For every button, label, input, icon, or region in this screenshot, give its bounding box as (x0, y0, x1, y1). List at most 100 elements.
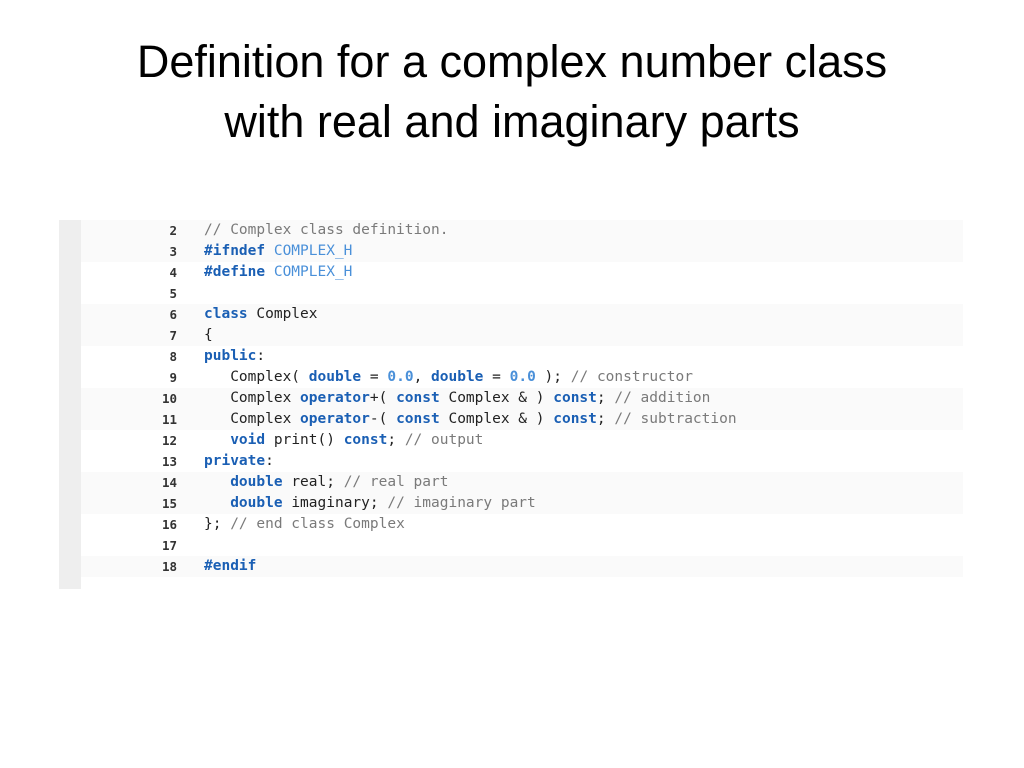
code-token: , (413, 369, 432, 385)
code-token: COMPLEX_H (273, 264, 353, 280)
title-line-2: with real and imaginary parts (224, 96, 800, 147)
code-token: -( (369, 411, 397, 427)
line-code: Complex operator-( const Complex & ) con… (204, 409, 737, 430)
line-number: 13 (161, 454, 177, 469)
code-token: private (204, 453, 266, 469)
line-number: 11 (161, 412, 177, 427)
code-token: Complex (247, 306, 318, 322)
code-token: const (396, 390, 440, 406)
title-line-1: Definition for a complex number class (136, 36, 888, 87)
code-token: double (230, 474, 283, 490)
code-token: Complex( (204, 369, 309, 385)
code-token: // subtraction (614, 411, 737, 427)
slide-title: Definition for a complex number class wi… (40, 32, 984, 152)
code-line: 11 Complex operator-( const Complex & ) … (81, 409, 963, 430)
code-token: const (553, 411, 597, 427)
line-code: }; // end class Complex (204, 514, 405, 535)
code-token: print() (265, 432, 344, 448)
code-line: 3 #ifndef COMPLEX_H (81, 241, 963, 262)
code-listing: 2 // Complex class definition. 3 #ifndef CO… (59, 220, 963, 589)
code-token: = (361, 369, 388, 385)
code-line: 13 private: (81, 451, 963, 472)
code-token: COMPLEX_H (273, 243, 353, 259)
code-line: 14 double real; // real part (81, 472, 963, 493)
code-token (204, 474, 230, 490)
code-token: +( (369, 390, 397, 406)
code-token: #define (204, 264, 266, 280)
code-token: // output (404, 432, 484, 448)
code-token: operator (300, 390, 370, 406)
line-number: 5 (169, 286, 177, 301)
code-line: 10 Complex operator+( const Complex & ) … (81, 388, 963, 409)
code-token: void (230, 432, 266, 448)
code-token: = (483, 369, 510, 385)
line-number: 16 (161, 517, 177, 532)
line-code: #define COMPLEX_H (204, 262, 352, 283)
code-token: : (256, 348, 266, 364)
code-line: 5 (81, 283, 963, 304)
line-number: 2 (169, 223, 177, 238)
code-line: 16}; // end class Complex (81, 514, 963, 535)
code-token: // Complex class definition. (204, 222, 449, 238)
code-token: public (204, 348, 257, 364)
code-token: double (431, 369, 484, 385)
code-token: // imaginary part (387, 495, 536, 511)
line-number: 10 (161, 391, 177, 406)
code-gutter-strip (59, 220, 81, 589)
code-token: const (343, 432, 388, 448)
code-token: operator (300, 411, 370, 427)
code-token: ; (596, 390, 615, 406)
line-code: #endif (204, 556, 256, 577)
code-token: double (308, 369, 362, 385)
code-token: // real part (343, 474, 449, 490)
code-line: 6 class Complex (81, 304, 963, 325)
line-code: Complex( double = 0.0, double = 0.0 ); /… (204, 367, 693, 388)
code-token: class (204, 306, 248, 322)
line-number: 15 (161, 496, 177, 511)
code-line: 7{ (81, 325, 963, 346)
code-token (204, 495, 230, 511)
code-token: // addition (614, 390, 711, 406)
code-token: #endif (204, 558, 257, 574)
line-number: 14 (161, 475, 177, 490)
code-token (265, 243, 274, 259)
code-token: // end class Complex (230, 516, 405, 532)
line-number: 12 (161, 433, 177, 448)
code-token: { (204, 327, 213, 343)
line-code: Complex operator+( const Complex & ) con… (204, 388, 710, 409)
line-code: // Complex class definition. (204, 220, 448, 241)
code-line: 4#define COMPLEX_H (81, 262, 963, 283)
code-token (265, 264, 274, 280)
code-token: real; (282, 474, 344, 490)
line-number: 18 (161, 559, 177, 574)
code-token: }; (204, 516, 231, 532)
code-token: #ifndef (204, 243, 266, 259)
code-token: 0.0 (387, 369, 414, 385)
line-code: class Complex (204, 304, 318, 325)
line-number: 3 (169, 244, 177, 259)
line-code: private: (204, 451, 274, 472)
code-lines: 2 // Complex class definition. 3 #ifndef CO… (81, 220, 963, 589)
code-token (204, 432, 230, 448)
line-number: 17 (161, 538, 177, 553)
line-number: 8 (169, 349, 177, 364)
code-line: 18 #endif (81, 556, 963, 577)
code-line: 15 double imaginary; // imaginary part (81, 493, 963, 514)
code-token: Complex & ) (439, 390, 554, 406)
code-token: imaginary; (282, 495, 388, 511)
code-token: const (396, 411, 440, 427)
code-token: ; (596, 411, 615, 427)
line-code: #ifndef COMPLEX_H (204, 241, 352, 262)
code-token: ; (387, 432, 405, 448)
line-code: public: (204, 346, 265, 367)
code-token: Complex & ) (439, 411, 554, 427)
code-line: 2 // Complex class definition. (81, 220, 963, 241)
code-line: 17 (81, 535, 963, 556)
code-token: // constructor (570, 369, 693, 385)
line-number: 7 (169, 328, 177, 343)
line-number: 6 (169, 307, 177, 322)
line-code: { (204, 325, 213, 346)
code-line: 9 Complex( double = 0.0, double = 0.0 );… (81, 367, 963, 388)
line-number: 9 (169, 370, 177, 385)
